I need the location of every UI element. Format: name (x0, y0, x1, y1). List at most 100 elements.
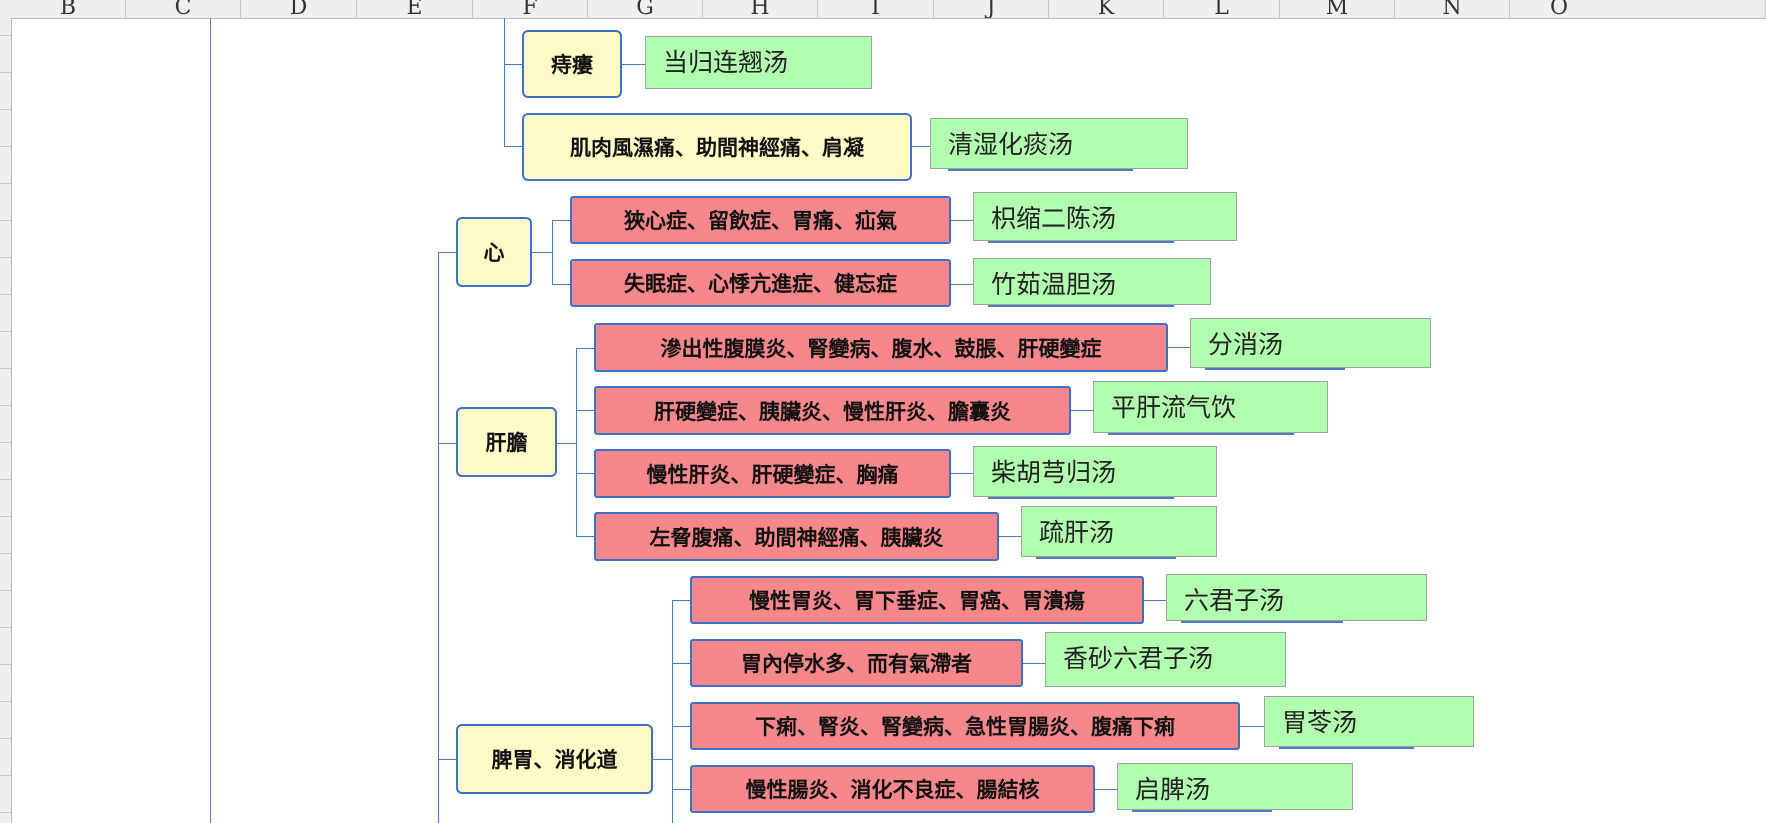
formula-box-chaihu-xionggui[interactable]: 柴胡芎归汤 (973, 446, 1217, 497)
shadow-line (1205, 368, 1345, 370)
connector-line (438, 443, 456, 444)
symptom-node-cirrhosis[interactable]: 肝硬變症、胰臟炎、慢性肝炎、膽囊炎 (594, 386, 1071, 435)
formula-box-xiangsha-liujunzi[interactable]: 香砂六君子汤 (1045, 632, 1286, 687)
symptom-node-label: 滲出性腹膜炎、腎變病、腹水、鼓脹、肝硬變症 (660, 336, 1102, 361)
connector-line (438, 252, 456, 253)
column-header-g[interactable]: G (588, 0, 703, 18)
connector-line (576, 348, 594, 349)
column-header-bar: B C D E F G H I J K L M N O (0, 0, 1766, 19)
category-node-label: 心 (483, 241, 505, 265)
connector-line (504, 18, 505, 146)
column-header-m[interactable]: M (1280, 0, 1395, 18)
column-header-n[interactable]: N (1395, 0, 1510, 18)
symptom-node-angina[interactable]: 狹心症、留飲症、胃痛、疝氣 (570, 196, 951, 244)
shadow-line (988, 241, 1174, 243)
row-header-bar[interactable] (0, 18, 12, 823)
formula-box-qipi[interactable]: 启脾汤 (1117, 763, 1353, 810)
category-node-liver-gallbladder[interactable]: 肝膽 (456, 407, 557, 477)
connector-line (1071, 410, 1093, 411)
symptom-node-chronic-enteritis[interactable]: 慢性腸炎、消化不良症、腸結核 (690, 765, 1095, 813)
connector-line (552, 220, 570, 221)
connector-line (672, 600, 673, 823)
column-header-f[interactable]: F (473, 0, 588, 18)
column-header-c[interactable]: C (126, 0, 241, 18)
formula-box-fenxiao[interactable]: 分消汤 (1190, 318, 1431, 368)
formula-label: 平肝流气饮 (1111, 393, 1237, 422)
formula-box-weiling[interactable]: 胃苓汤 (1264, 696, 1474, 747)
shadow-line (1132, 810, 1272, 812)
category-node-hemorrhoid-fistula[interactable]: 痔瘻 (522, 30, 622, 98)
category-node-label: 肝膽 (485, 431, 528, 455)
column-header-l[interactable]: L (1164, 0, 1280, 18)
connector-line (1168, 347, 1190, 348)
symptom-node-label: 肝硬變症、胰臟炎、慢性肝炎、膽囊炎 (654, 399, 1011, 424)
connector-line (1144, 600, 1166, 601)
symptom-node-gastric-fluid[interactable]: 胃內停水多、而有氣滯者 (690, 639, 1023, 687)
connector-line (672, 726, 690, 727)
formula-box-shugan[interactable]: 疏肝汤 (1021, 506, 1217, 557)
symptom-node-chronic-gastritis[interactable]: 慢性胃炎、胃下垂症、胃癌、胃潰瘍 (690, 576, 1144, 624)
symptom-node-label: 下痢、腎炎、腎變病、急性胃腸炎、腹痛下痢 (755, 715, 1175, 739)
shadow-line (988, 305, 1174, 307)
symptom-node-label: 狹心症、留飲症、胃痛、疝氣 (624, 209, 897, 233)
formula-label: 疏肝汤 (1039, 518, 1115, 547)
connector-line (951, 284, 973, 285)
formula-label: 清湿化痰汤 (948, 130, 1074, 159)
formula-box-pinggan-liuqi[interactable]: 平肝流气饮 (1093, 381, 1328, 433)
connector-line (532, 252, 552, 253)
column-header-e[interactable]: E (357, 0, 473, 18)
column-header-h[interactable]: H (703, 0, 818, 18)
trunk-connector-line (210, 18, 211, 823)
connector-line (552, 284, 570, 285)
formula-box-danggui-lianqiao[interactable]: 当归连翘汤 (645, 36, 872, 89)
formula-label: 启脾汤 (1135, 775, 1211, 804)
formula-label: 胃苓汤 (1282, 708, 1358, 737)
connector-line (576, 348, 577, 536)
symptom-node-flank-pain[interactable]: 左脅腹痛、助間神經痛、胰臟炎 (594, 512, 999, 561)
formula-label: 枳缩二陈汤 (991, 204, 1117, 233)
symptom-node-label: 左脅腹痛、助間神經痛、胰臟炎 (649, 525, 944, 550)
column-header-k[interactable]: K (1049, 0, 1164, 18)
category-node-spleen-stomach[interactable]: 脾胃、消化道 (456, 724, 653, 794)
symptom-node-peritonitis[interactable]: 滲出性腹膜炎、腎變病、腹水、鼓脹、肝硬變症 (594, 323, 1168, 372)
formula-label: 竹茹温胆汤 (991, 270, 1117, 299)
column-header-o[interactable]: O (1510, 0, 1766, 18)
connector-line (1023, 663, 1045, 664)
connector-line (622, 64, 645, 65)
category-node-label: 肌肉風濕痛、助間神經痛、肩凝 (570, 136, 864, 160)
symptom-node-label: 慢性肝炎、肝硬變症、胸痛 (646, 462, 899, 487)
connector-line (576, 473, 594, 474)
category-node-heart[interactable]: 心 (456, 217, 532, 287)
category-node-label: 脾胃、消化道 (491, 748, 618, 772)
symptom-node-chronic-hepatitis[interactable]: 慢性肝炎、肝硬變症、胸痛 (594, 449, 951, 498)
column-header-d[interactable]: D (241, 0, 357, 18)
formula-box-qingshi-huatan[interactable]: 清湿化痰汤 (930, 118, 1188, 169)
column-header-b[interactable]: B (11, 0, 126, 18)
formula-box-zhuru-wendan[interactable]: 竹茹温胆汤 (973, 258, 1211, 305)
connector-line (576, 410, 594, 411)
category-node-muscle-rheumatism[interactable]: 肌肉風濕痛、助間神經痛、肩凝 (522, 113, 912, 181)
formula-box-liujunzi[interactable]: 六君子汤 (1166, 574, 1427, 621)
formula-label: 六君子汤 (1184, 586, 1285, 615)
category-node-label: 痔瘻 (551, 53, 593, 77)
symptom-node-label: 失眠症、心悸亢進症、健忘症 (624, 272, 897, 296)
symptom-node-insomnia[interactable]: 失眠症、心悸亢進症、健忘症 (570, 259, 951, 307)
connector-line (576, 536, 594, 537)
connector-line (653, 759, 672, 760)
column-header-i[interactable]: I (818, 0, 934, 18)
connector-line (912, 146, 930, 147)
formula-box-zhisuo-erchen[interactable]: 枳缩二陈汤 (973, 192, 1237, 241)
formula-label: 香砂六君子汤 (1063, 644, 1214, 673)
connector-line (951, 220, 973, 221)
shadow-line (1036, 557, 1176, 559)
category-connector-line (438, 252, 439, 823)
formula-label: 柴胡芎归汤 (991, 458, 1117, 487)
connector-line (951, 473, 973, 474)
column-header-j[interactable]: J (934, 0, 1049, 18)
symptom-node-label: 胃內停水多、而有氣滯者 (741, 652, 972, 676)
symptom-node-diarrhea[interactable]: 下痢、腎炎、腎變病、急性胃腸炎、腹痛下痢 (690, 702, 1240, 750)
connector-line (672, 789, 690, 790)
connector-line (557, 443, 576, 444)
formula-label: 当归连翘汤 (663, 48, 789, 77)
connector-line (504, 64, 522, 65)
